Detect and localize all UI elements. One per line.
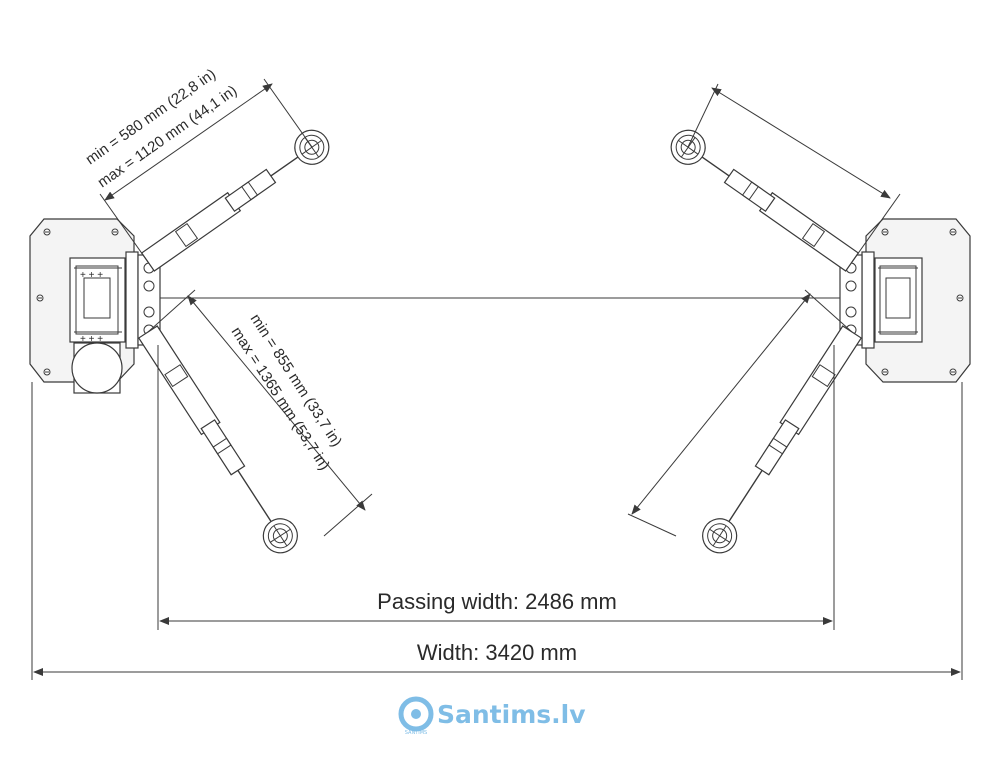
left-short-arm-dimension bbox=[99, 78, 313, 263]
left-long-arm-dimension bbox=[147, 289, 373, 537]
total-width-dimension bbox=[31, 382, 963, 680]
right-long-arm bbox=[695, 325, 863, 560]
right-post bbox=[839, 218, 971, 383]
logo-text: Santims.lv bbox=[437, 700, 586, 729]
right-short-arm bbox=[663, 123, 860, 272]
passing-width-label: Passing width: 2486 mm bbox=[377, 589, 617, 614]
left-post: + + + + + + bbox=[29, 218, 161, 394]
svg-text:+ + +: + + + bbox=[80, 270, 103, 281]
total-width-label: Width: 3420 mm bbox=[417, 640, 577, 665]
santims-logo: SANTIMS Santims.lv bbox=[398, 696, 586, 736]
right-short-arm-dimension bbox=[687, 83, 901, 263]
svg-text:+ + +: + + + bbox=[80, 334, 103, 345]
logo-badge-text: SANTIMS bbox=[405, 730, 427, 736]
right-long-arm-dimension bbox=[627, 289, 853, 537]
logo-ring-icon bbox=[398, 696, 434, 732]
passing-width-dimension bbox=[157, 345, 835, 630]
